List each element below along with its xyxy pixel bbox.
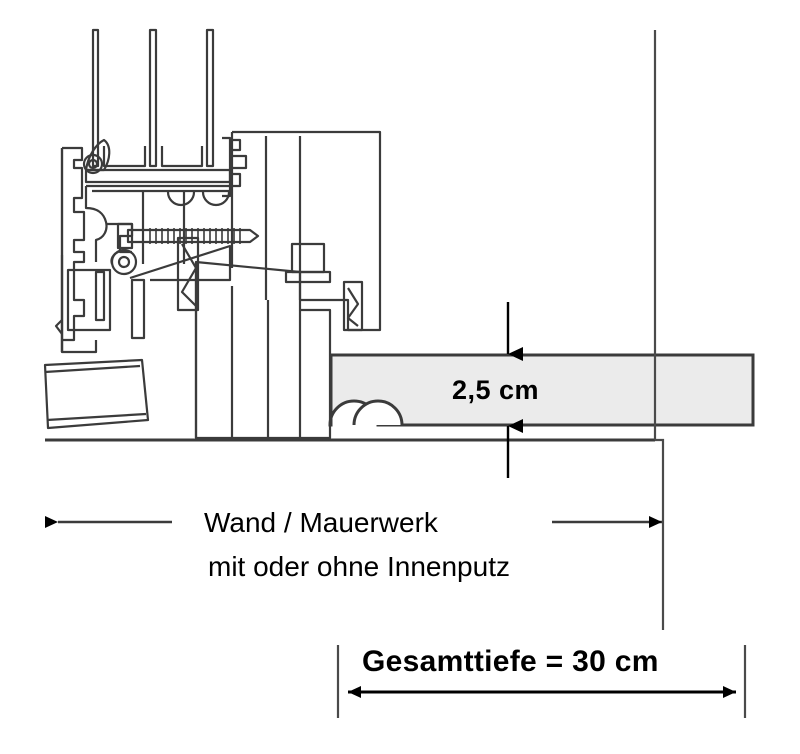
inner-sill-leaf (94, 270, 106, 322)
sash-seal-upper (84, 138, 111, 172)
board-notch (352, 399, 404, 426)
frame-outer-jamb (60, 146, 86, 352)
outer-sill-angled-inner (44, 364, 141, 374)
inner-sill-chamber (66, 268, 112, 332)
glazing-spacer-1 (102, 146, 147, 168)
glass-pane-inner (205, 28, 215, 168)
thickness-label: 2,5 cm (452, 375, 540, 405)
wall-block-upper (232, 130, 382, 332)
right-edge-clip (342, 280, 364, 332)
adapter-seal-bulb-inner (117, 255, 131, 269)
seal-lobe-2 (201, 191, 231, 207)
frame-chamber-left (84, 186, 108, 262)
clip-inner (346, 287, 360, 327)
outer-sill-angled-inner2 (46, 412, 147, 422)
bracket-outline (176, 236, 200, 312)
glazing-spacer-2 (160, 146, 204, 168)
wall-label-line1: Wand / Mauerwerk (204, 507, 438, 538)
interior-board (328, 353, 755, 427)
fixing-screw (116, 222, 260, 250)
screw-shaft (126, 228, 260, 244)
outer-sill-angled (43, 358, 150, 430)
sill-cap-base (284, 270, 332, 284)
adapter-plate (130, 278, 146, 340)
bracket-inner-v (180, 243, 198, 307)
screw-threads (149, 228, 241, 244)
frame-interlock-stem (222, 136, 232, 198)
total-depth-label: Gesamttiefe = 30 cm (362, 645, 659, 678)
inner-sill-hook (54, 319, 63, 335)
window-profile-assembly (43, 28, 655, 442)
sill-cap-box (290, 242, 326, 274)
sash-seal-knob-inner (87, 158, 99, 170)
insulation-body-main (194, 260, 332, 440)
screw-head (116, 222, 134, 250)
mounting-bracket (176, 236, 200, 312)
frame-interlock-tabs (230, 138, 248, 188)
sash-top-rail (84, 168, 232, 184)
reference-lines (336, 30, 747, 718)
inner-sill-profile (60, 255, 98, 354)
sash-seal-knob (82, 153, 104, 175)
glass-pane-middle (148, 28, 158, 168)
wall-label-line2: mit oder ohne Innenputz (208, 551, 510, 582)
clip-outline (342, 280, 364, 332)
glazing-pack (91, 28, 215, 168)
adapter-seal-tail (110, 248, 125, 265)
ref-line-board-back (655, 438, 665, 630)
seal-lobe-1 (166, 191, 196, 207)
